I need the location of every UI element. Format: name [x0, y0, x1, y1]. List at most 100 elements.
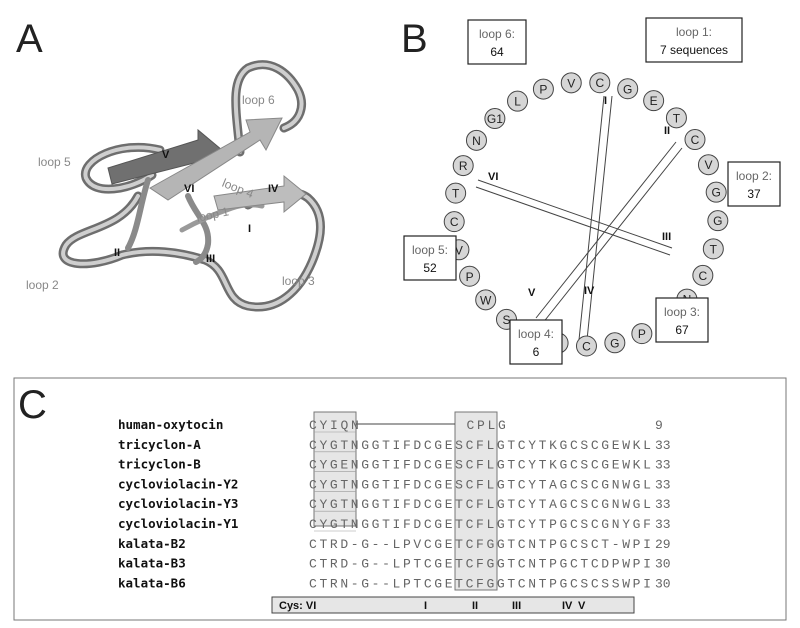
residue: R — [452, 155, 474, 177]
sequence-length: 33 — [655, 497, 671, 512]
loop-box-6-value: 64 — [490, 45, 504, 59]
residue-letter: V — [704, 158, 712, 172]
loop-box-1-title: loop 1: — [676, 25, 712, 39]
residue: P — [631, 323, 653, 345]
residue-circle — [459, 265, 481, 287]
residue-wheel: CGETCVGGTCNTPGCTCSWPVCTRNG1LPV — [443, 72, 729, 357]
loop-box-5-title: loop 5: — [412, 243, 448, 257]
cys-label-iii: III — [206, 253, 215, 265]
panel-letter-b: B — [401, 17, 428, 61]
residue-letter: G1 — [487, 112, 503, 126]
residue: C — [589, 72, 611, 94]
panel-letter-c: C — [18, 383, 47, 427]
loop-box-1-value: 7 sequences — [660, 43, 728, 57]
cys-bar-mark-iii: III — [512, 600, 521, 612]
sequence-name: cycloviolacin-Y3 — [118, 496, 238, 511]
residue-letter: R — [459, 159, 468, 173]
residue-letter: T — [673, 111, 681, 125]
residue-letter: S — [502, 313, 510, 327]
sequence-name: tricyclon-B — [118, 457, 201, 472]
sequence-string: CTRD-G--LPVCGETCFGGTCNTPGCSCT-WPI — [309, 537, 651, 552]
sequence-name: kalata-B6 — [118, 575, 186, 590]
loop-box-2-title: loop 2: — [736, 169, 772, 183]
sequence-name: tricyclon-A — [118, 437, 201, 452]
residue-letter: G — [713, 214, 722, 228]
residue-letter: C — [450, 215, 459, 229]
sequence-name: human-oxytocin — [118, 417, 223, 432]
residue-circle — [575, 335, 597, 357]
residue-letter: W — [480, 293, 492, 307]
wheel-cys-i: I — [604, 95, 607, 107]
residue: W — [475, 289, 497, 311]
sequence-string: CTRN-G--LPTCGETCFGGTCNTPGCSCSSWPI — [309, 576, 651, 591]
residue-circle — [560, 72, 582, 94]
residue-letter: G — [712, 186, 721, 200]
cys-label-iv: IV — [268, 183, 279, 195]
loop-box-3: loop 3: 67 — [655, 297, 709, 343]
loop-box-5-value: 52 — [423, 261, 437, 275]
cys-strand-ii — [125, 177, 151, 251]
sequence-length: 33 — [655, 517, 671, 532]
residue-circle — [684, 129, 706, 151]
sequence-length: 33 — [655, 438, 671, 453]
sequence-length: 9 — [655, 418, 663, 433]
residue-letter: P — [638, 327, 646, 341]
residue-letter: V — [455, 243, 463, 257]
residue: G1 — [484, 107, 506, 129]
residue-circle — [705, 181, 727, 203]
highlight-block-1 — [313, 411, 357, 527]
residue-letter: N — [472, 134, 481, 148]
residue-letter: C — [595, 76, 604, 90]
residue-circle — [702, 238, 724, 260]
backbone-loop6-highlight — [233, 62, 304, 154]
loop-label-5: loop 5 — [38, 155, 71, 169]
residue: T — [702, 238, 724, 260]
cys-bar-mark-iv: IV — [562, 600, 573, 612]
residue-circle — [697, 154, 719, 176]
residue: C — [692, 264, 714, 286]
residue-circle — [665, 107, 687, 129]
sequence-name: kalata-B3 — [118, 556, 186, 571]
residue: T — [665, 107, 687, 129]
residue-letter: V — [567, 76, 575, 90]
cys-label-i: I — [248, 223, 251, 235]
highlight-block-2 — [454, 411, 498, 591]
residue-letter: E — [650, 94, 658, 108]
residue-circle — [507, 90, 529, 112]
residue: G — [707, 210, 729, 232]
residue-circle — [475, 289, 497, 311]
residue: G — [617, 78, 639, 100]
residue-letter: P — [539, 83, 547, 97]
sequence-name: cycloviolacin-Y1 — [118, 516, 238, 531]
bond-vi-iii — [477, 179, 673, 249]
cys-bar-mark-i: I — [424, 600, 427, 612]
wheel-cys-ii: II — [664, 125, 670, 137]
residue: C — [684, 129, 706, 151]
sequence-length: 29 — [655, 537, 671, 552]
loop-label-2: loop 2 — [26, 278, 59, 292]
loop-box-5: loop 5: 52 — [403, 235, 457, 281]
sequence-string: CYGTNGGTIFDCGETCFLGTCYTAGCSCGNWGL — [309, 497, 651, 512]
cys-label-vi: VI — [184, 183, 194, 195]
residue-letter: T — [452, 187, 460, 201]
residue: C — [443, 211, 465, 233]
loop-box-4: loop 4: 6 — [509, 319, 563, 365]
residue: G — [705, 181, 727, 203]
residue-circle — [452, 155, 474, 177]
residue: V — [697, 154, 719, 176]
wheel-cys-iii: III — [662, 231, 671, 243]
beta-arrow-loop6 — [149, 117, 283, 201]
loop-box-2: loop 2: 37 — [727, 161, 781, 207]
residue-circle — [692, 264, 714, 286]
sequence-wheel: CGETCVGGTCNTPGCTCSWPVCTRNG1LPV I II III … — [403, 17, 781, 365]
cys-label-ii: II — [114, 247, 120, 259]
loop-box-3-title: loop 3: — [664, 305, 700, 319]
residue: V — [560, 72, 582, 94]
residue-circle — [604, 332, 626, 354]
loop-label-3: loop 3 — [282, 274, 315, 288]
alignment-frame — [13, 377, 787, 621]
cys-bar-label: Cys: VI — [279, 600, 316, 612]
sequence-string: CYIQN CPLG — [309, 418, 506, 433]
cys-bar-mark-ii: II — [472, 600, 478, 612]
